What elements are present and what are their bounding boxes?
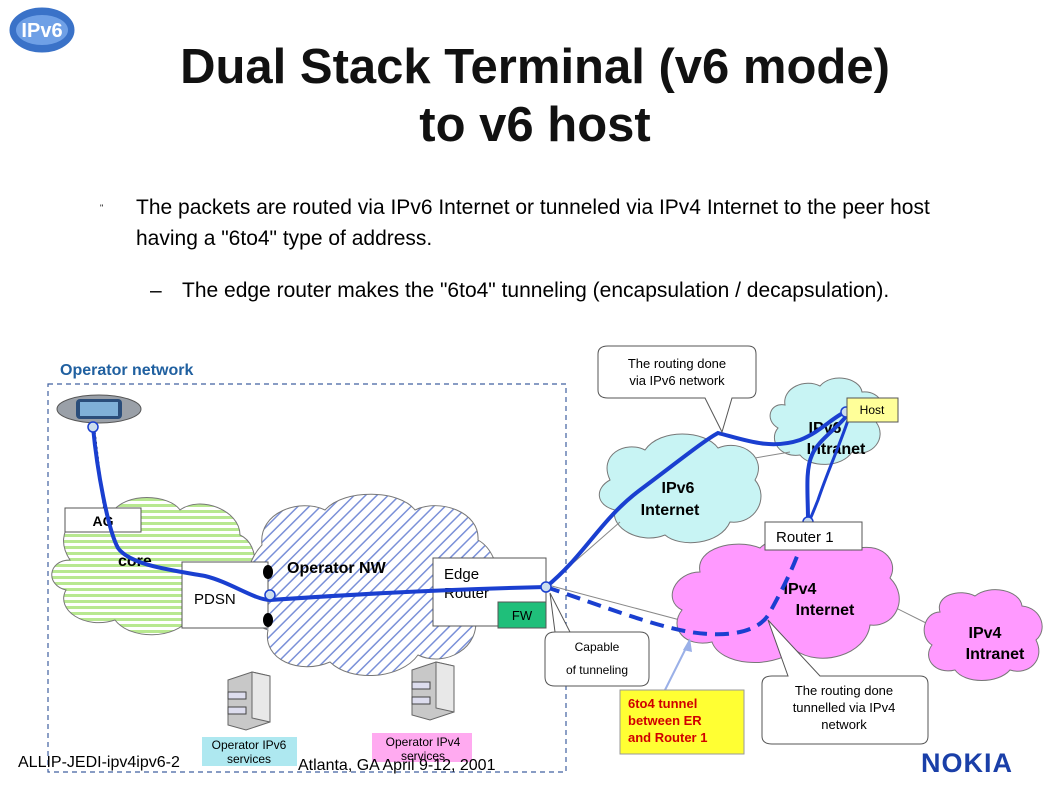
router1-box xyxy=(764,521,863,551)
bullet-2: The edge router makes the "6to4" tunneli… xyxy=(182,279,890,302)
edge-router-label-1: Edge xyxy=(444,566,479,583)
ipv4-intranet-label-1: IPv4 xyxy=(969,625,1002,642)
host-label: Host xyxy=(860,403,885,417)
ipv6-internet-label-2: Internet xyxy=(641,502,700,519)
svc-v4-label-1: Operator IPv4 xyxy=(386,735,461,749)
svc-v6-bg xyxy=(202,737,297,766)
router1-label: Router 1 xyxy=(776,529,834,546)
svc-v6-label-2: services xyxy=(227,752,271,766)
ipv6-logo: IPv6 xyxy=(6,4,78,56)
host-box xyxy=(846,397,899,423)
dual-stack-terminal xyxy=(56,394,142,424)
ipv4-intranet-label-2: Intranet xyxy=(966,646,1025,663)
callout-ipv6-line1: The routing done xyxy=(628,356,726,371)
tunnel-label-line1: 6to4 tunnel xyxy=(628,696,697,711)
ipv6-internet-label-1: IPv6 xyxy=(662,480,695,497)
ipv6-logo-text: IPv6 xyxy=(21,20,62,42)
slide-title-line1: Dual Stack Terminal (v6 mode) xyxy=(180,40,890,94)
fw-label: FW xyxy=(512,608,533,623)
svc-v6-label-1: Operator IPv6 xyxy=(212,738,287,752)
callout-tunneling-line2: of tunneling xyxy=(566,663,628,677)
callout-tunneling xyxy=(544,592,650,687)
ipv4-intranet-cloud xyxy=(923,589,1043,681)
ipv4-internet-label-1: IPv4 xyxy=(784,581,817,598)
ipv6-route xyxy=(91,410,846,603)
ipv6-server xyxy=(227,671,271,731)
callout-ipv4-routing xyxy=(761,619,929,745)
callout-ipv4-line3: network xyxy=(821,717,867,732)
ipv4-server xyxy=(411,661,455,721)
callout-ipv6-line2: via IPv6 network xyxy=(629,373,725,388)
fw-box xyxy=(497,601,547,629)
sub-bullet-marker: – xyxy=(150,279,162,302)
slide-title-line2: to v6 host xyxy=(419,98,651,152)
tunnel-label-line3: and Router 1 xyxy=(628,730,707,745)
ipv4-internet-label-2: Internet xyxy=(796,602,855,619)
tunnel-label-line2: between ER xyxy=(628,713,702,728)
operator-network-label: Operator network xyxy=(60,362,193,379)
ipv6-internet-cloud xyxy=(598,433,762,544)
operator-network-boundary xyxy=(47,383,567,773)
slide-title: Dual Stack Terminal (v6 mode) to v6 host xyxy=(60,38,1010,154)
router1-link xyxy=(805,412,850,521)
callout-ipv4-line1: The routing done xyxy=(795,683,893,698)
operator-nw-label: Operator NW xyxy=(287,560,387,577)
footer-left: ALLIP-JEDI-ipv4ipv6-2 xyxy=(18,754,180,771)
bullet-1: The packets are routed via IPv6 Internet… xyxy=(136,196,930,250)
svc-v4-bg xyxy=(372,733,472,762)
pdsn-label: PDSN xyxy=(194,591,236,608)
bullet-marker: " xyxy=(100,203,104,213)
svc-v4-label-2: services xyxy=(401,749,445,763)
footer-right: Atlanta, GA April 9-12, 2001 xyxy=(298,757,496,774)
ag-box xyxy=(64,507,142,533)
6to4-tunnel xyxy=(545,521,810,637)
callout-ipv6-routing xyxy=(597,345,757,434)
callout-tunneling-line1: Capable xyxy=(575,640,620,654)
tunnel-label-box xyxy=(619,689,745,755)
nokia-logo: NOKIA xyxy=(921,748,1013,778)
callout-ipv4-line2: tunnelled via IPv4 xyxy=(793,700,896,715)
